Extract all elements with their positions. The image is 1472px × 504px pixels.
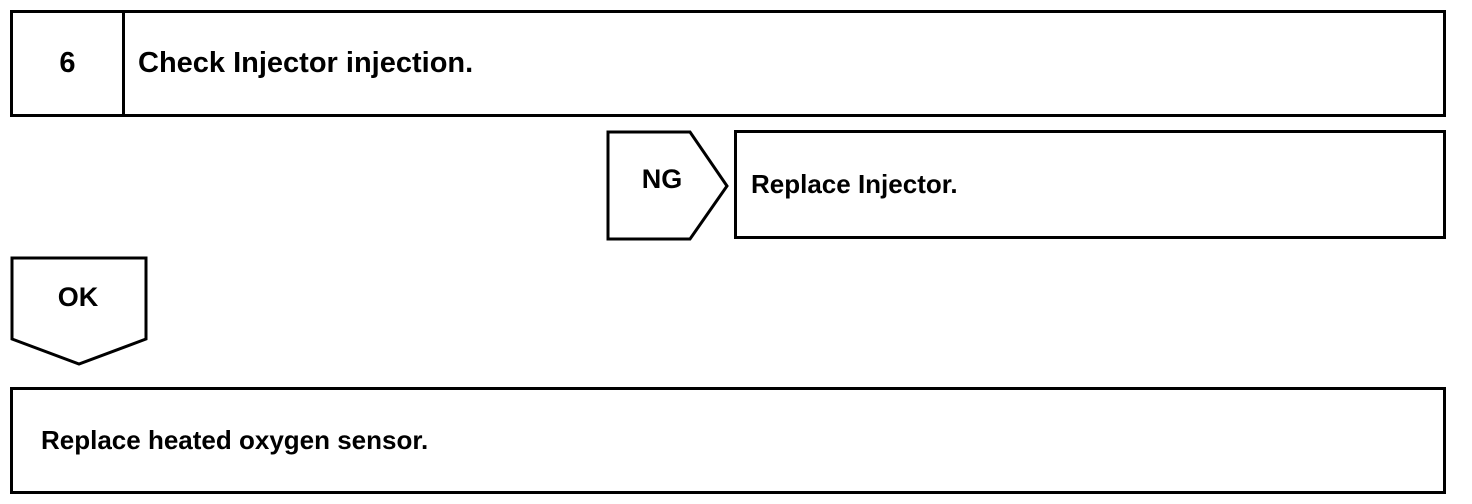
- ng-label: NG: [641, 164, 683, 194]
- ok-label: OK: [57, 282, 99, 312]
- step-number: 6: [13, 13, 125, 114]
- ng-action-box: Replace Injector.: [734, 130, 1446, 239]
- step-title: Check Injector injection.: [138, 47, 474, 79]
- ng-action-text: Replace Injector.: [751, 169, 958, 199]
- final-action-text: Replace heated oxygen sensor.: [41, 425, 429, 455]
- final-action-box: Replace heated oxygen sensor.: [10, 387, 1446, 494]
- step-box: 6 Check Injector injection.: [10, 10, 1446, 117]
